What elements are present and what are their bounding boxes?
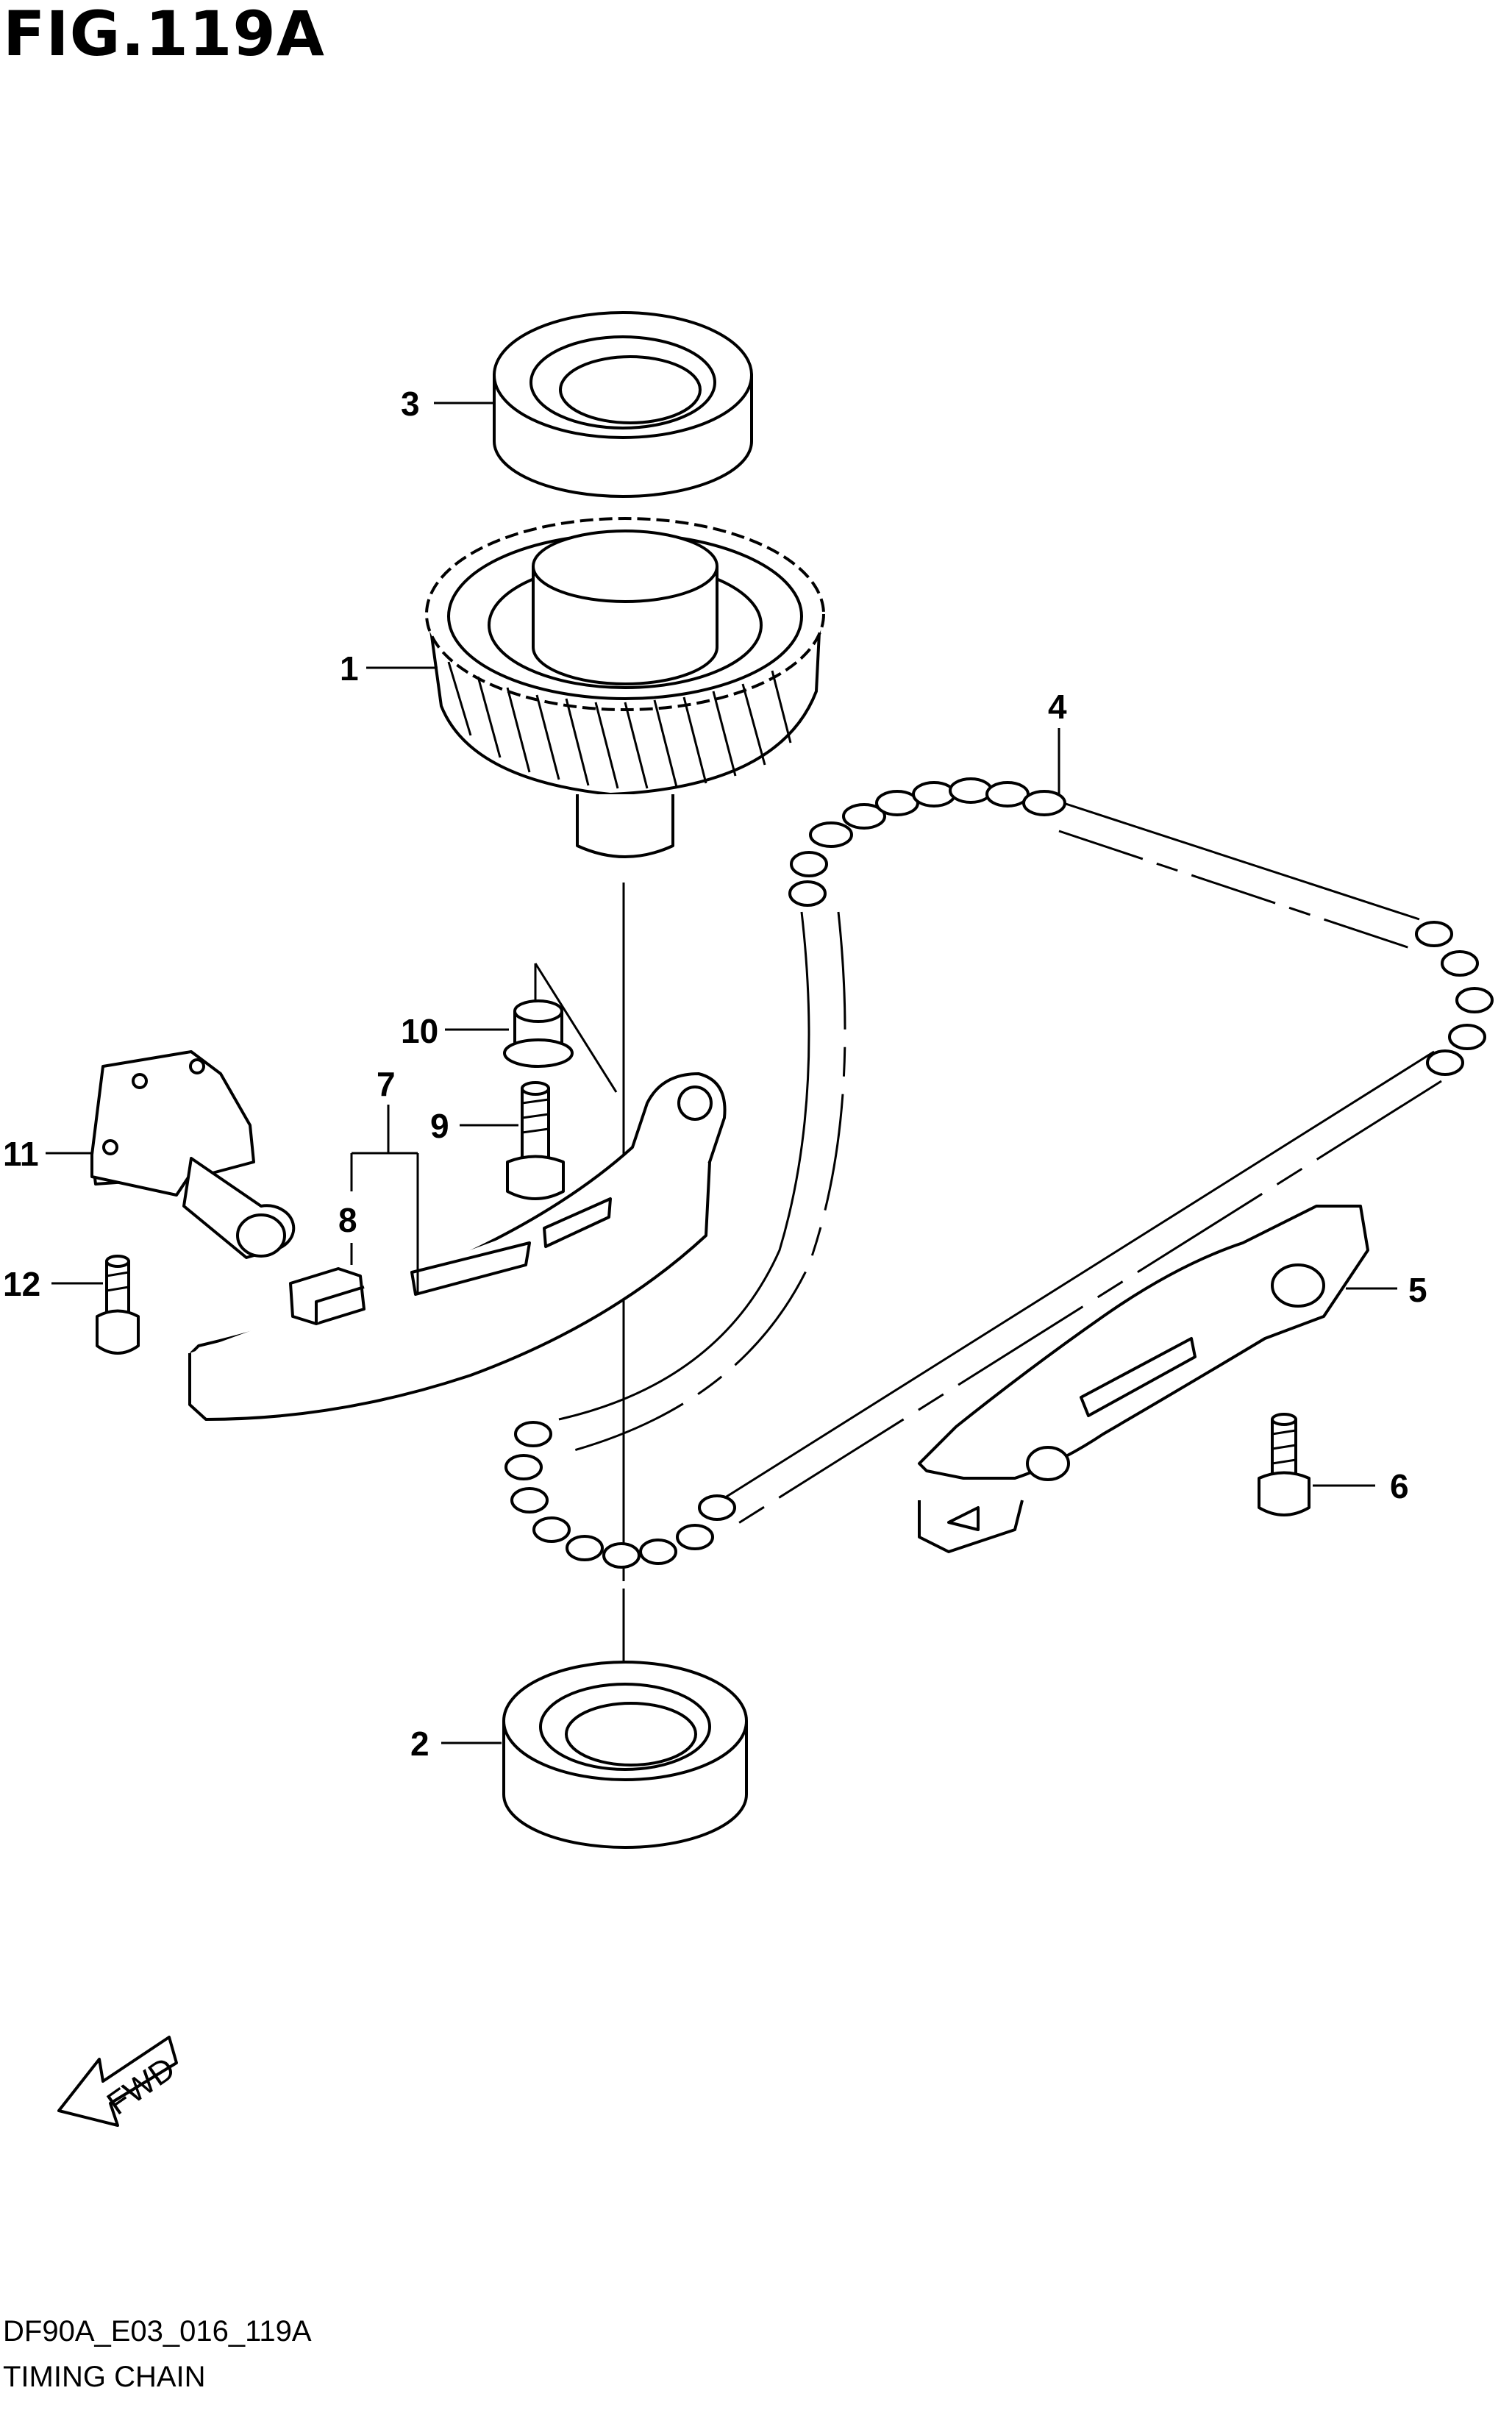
callout-7: 7	[377, 1065, 396, 1103]
callout-12: 12	[3, 1265, 40, 1303]
callout-11: 11	[3, 1135, 39, 1173]
callout-5: 5	[1408, 1271, 1427, 1309]
bearing-lower[interactable]	[502, 1661, 748, 1849]
callout-9: 9	[430, 1107, 449, 1145]
chain-guide[interactable]	[188, 1072, 727, 1421]
callout-4: 4	[1048, 688, 1067, 726]
bearing-upper[interactable]	[493, 311, 753, 498]
figure-title: FIG.119A	[3, 0, 325, 70]
tensioner-guide-bolt[interactable]	[1258, 1413, 1310, 1516]
callout-10: 10	[401, 1012, 438, 1050]
callout-1: 1	[340, 649, 359, 688]
callout-8: 8	[338, 1201, 357, 1239]
guide-pad[interactable]	[289, 1267, 365, 1325]
tensioner-bolt[interactable]	[96, 1255, 140, 1355]
timing-gear[interactable]	[425, 517, 825, 858]
timing-chain[interactable]	[504, 777, 1494, 1569]
figure-caption: TIMING CHAIN	[3, 2361, 206, 2393]
tensioner-guide[interactable]	[918, 1205, 1369, 1553]
figure-code: DF90A_E03_016_119A	[3, 2315, 312, 2347]
forward-arrow-icon: FWD	[57, 2036, 182, 2127]
callout-2: 2	[410, 1725, 429, 1763]
dowel-pin[interactable]	[503, 999, 574, 1068]
callout-6: 6	[1390, 1467, 1409, 1505]
chain-tensioner[interactable]	[90, 1050, 296, 1259]
callout-3: 3	[401, 385, 420, 423]
guide-bolt[interactable]	[506, 1081, 565, 1200]
